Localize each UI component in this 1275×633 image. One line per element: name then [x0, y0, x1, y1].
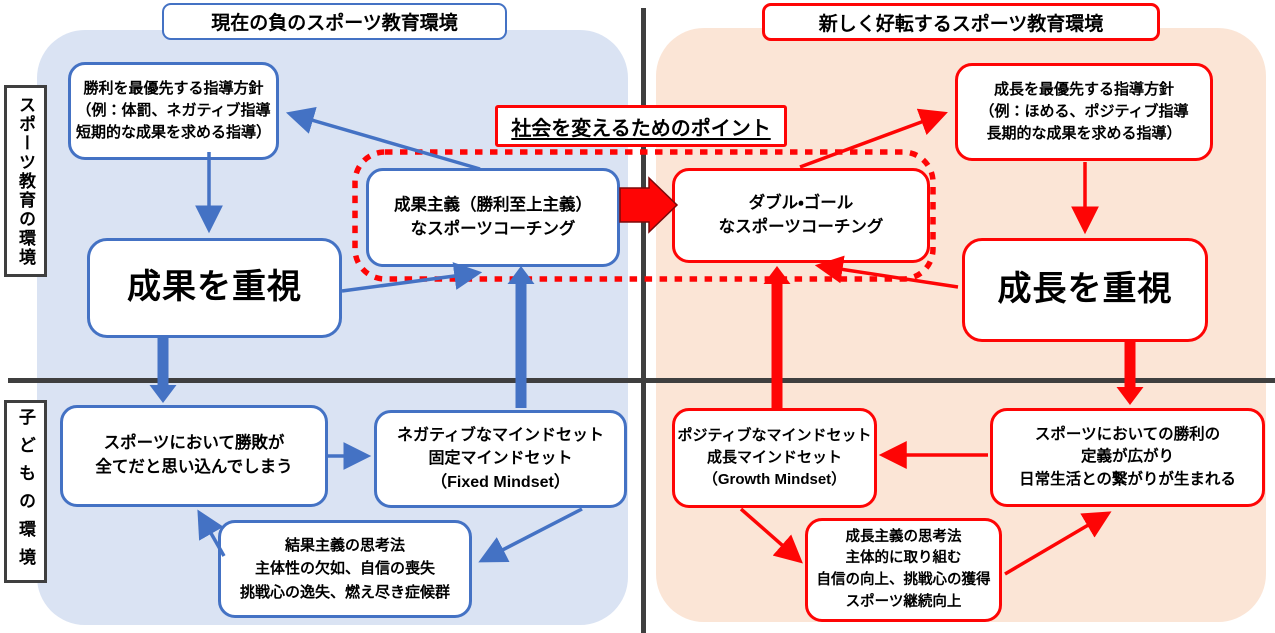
horizontal-divider: [8, 378, 1275, 383]
box-double-goal-coaching: ダブル・ゴール なスポーツコーチング: [672, 168, 930, 263]
header-current-env: 現在の負のスポーツ教育環境: [162, 3, 507, 40]
box-growth-focus: 成長を重視: [962, 238, 1208, 342]
box-win-first-policy: 勝利を最優先する指導方針 （例：体罰、ネガティブ指導 短期的な成果を求める指導）: [68, 62, 279, 160]
box-broader-win-definition: スポーツにおいての勝利の 定義が広がり 日常生活との繋がりが生まれる: [990, 408, 1265, 507]
box-growth-mindset: ポジティブなマインドセット 成長マインドセット （Growth Mindset）: [672, 408, 877, 508]
sidebar-label-children: 子どもの環境: [4, 400, 47, 583]
box-growth-first-policy: 成長を最優先する指導方針 （例：ほめる、ポジティブ指導 長期的な成果を求める指導…: [955, 63, 1213, 161]
sidebar-label-sports-education: スポーツ教育の環境: [4, 85, 47, 277]
box-results-first-coaching: 成果主義（勝利至上主義） なスポーツコーチング: [366, 168, 620, 267]
box-growth-thinking: 成長主義の思考法 主体的に取り組む 自信の向上、挑戦心の獲得 スポーツ継続向上: [805, 518, 1002, 622]
header-new-env: 新しく好転するスポーツ教育環境: [762, 3, 1160, 41]
box-fixed-mindset: ネガティブなマインドセット 固定マインドセット （Fixed Mindset）: [374, 410, 627, 508]
vertical-divider: [641, 8, 646, 633]
box-results-focus: 成果を重視: [87, 238, 342, 338]
box-results-thinking: 結果主義の思考法 主体性の欠如、自信の喪失 挑戦心の逸失、燃え尽き症候群: [218, 520, 472, 618]
box-win-is-everything: スポーツにおいて勝敗が 全てだと思い込んでしまう: [60, 405, 328, 507]
social-change-point-label: 社会を変えるためのポイント: [495, 105, 787, 147]
